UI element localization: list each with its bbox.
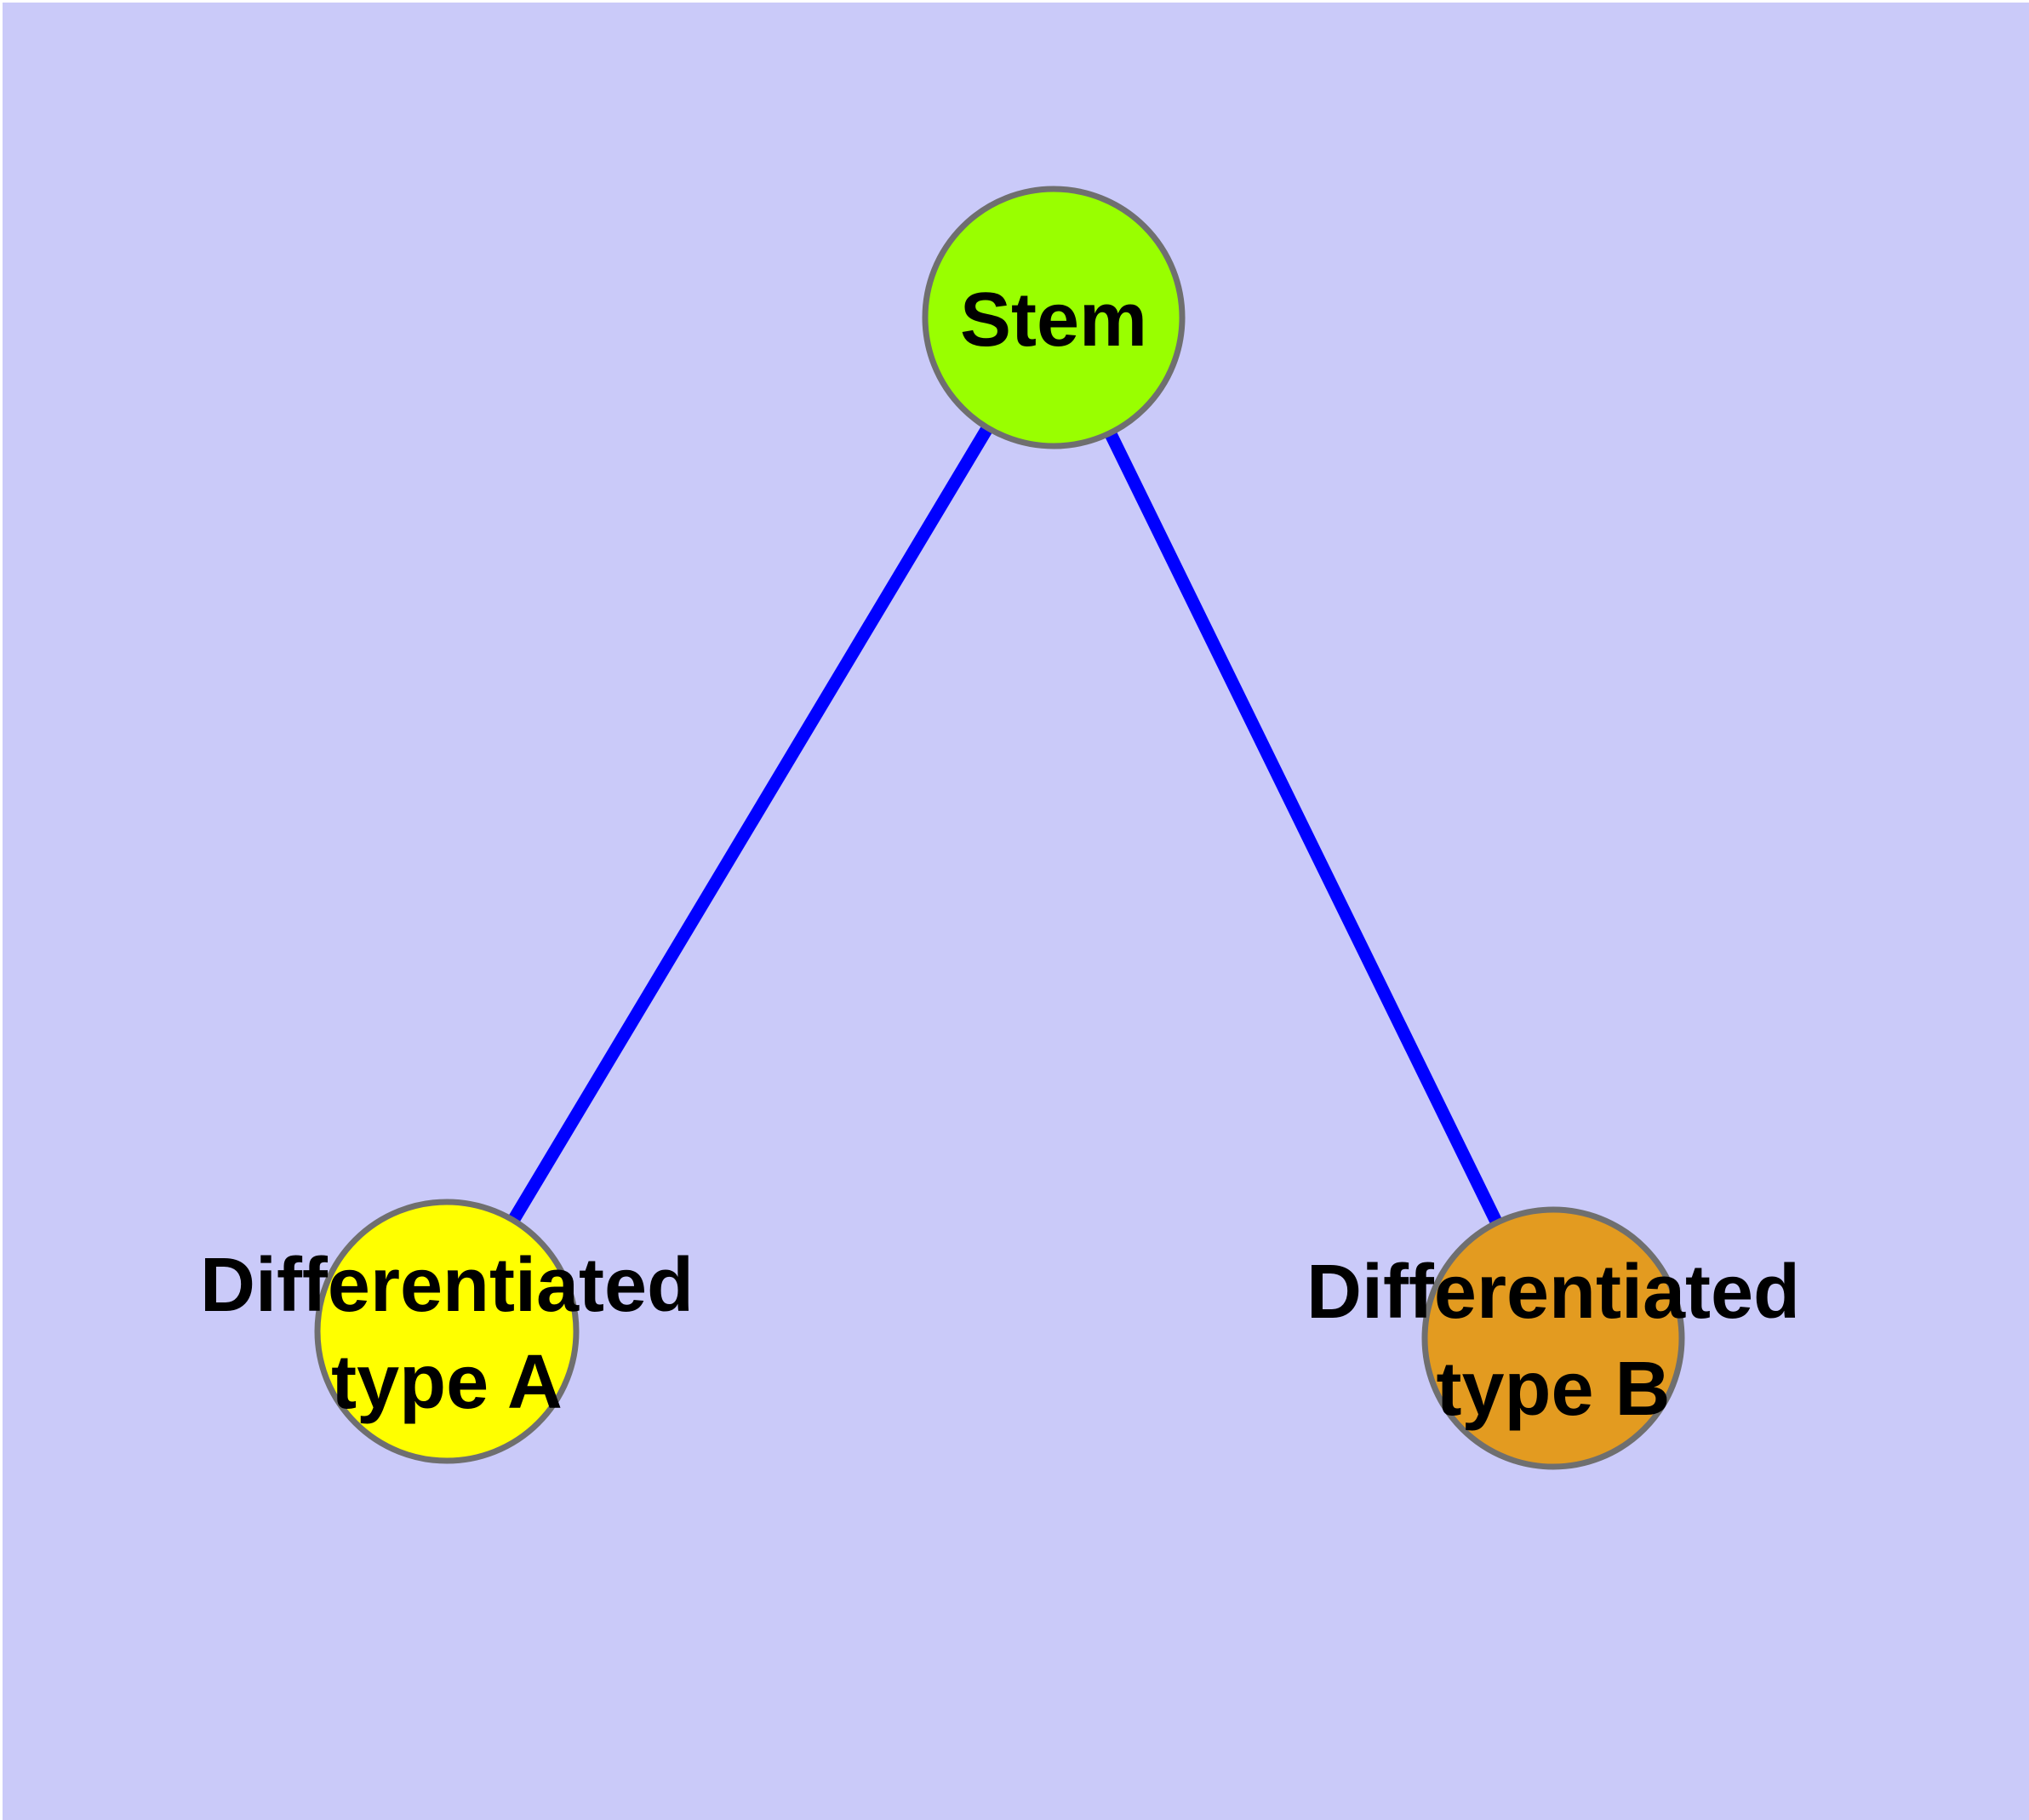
node-label-line: type A [331, 1340, 563, 1425]
node-differentiated-type-a [314, 1199, 580, 1464]
node-label-stem: Stem [960, 278, 1147, 363]
node-label-differentiated-type-b: Differentiated type B [1306, 1250, 1800, 1432]
node-stem [922, 186, 1186, 449]
node-label-line: Stem [960, 278, 1147, 363]
node-differentiated-type-b [1421, 1206, 1685, 1470]
edge-stem-to-differentiated-type-b [1048, 314, 1559, 1342]
node-label-line: type B [1436, 1347, 1670, 1432]
edges-layer [441, 314, 1559, 1342]
node-label-line: Differentiated [1306, 1250, 1800, 1335]
node-label-line: Differentiated [200, 1243, 694, 1328]
node-label-differentiated-type-a: Differentiated type A [200, 1243, 694, 1425]
nodes-layer [314, 186, 1685, 1470]
edge-stem-to-differentiated-type-a [441, 314, 1060, 1335]
